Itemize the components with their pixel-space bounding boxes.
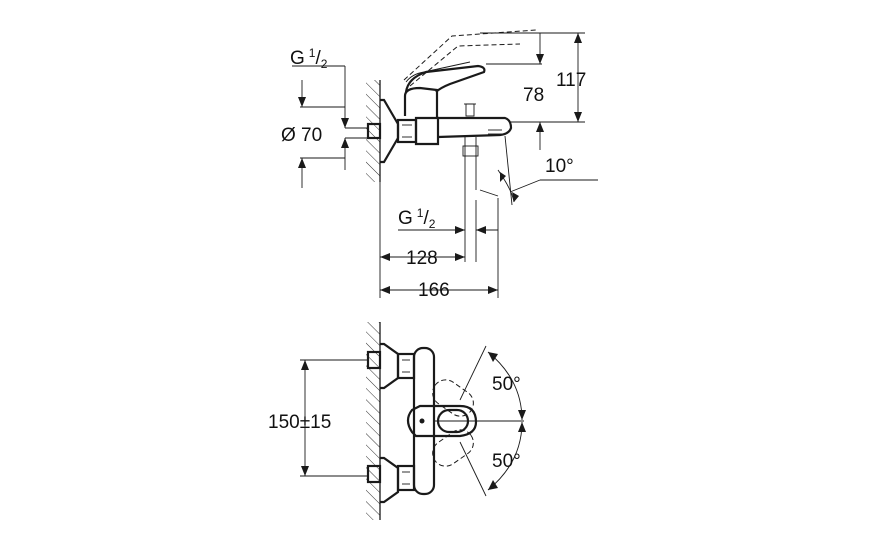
dim-117-label: 117 xyxy=(556,70,586,91)
dim-78-label: 78 xyxy=(523,85,544,106)
angle-lower-label: 50° xyxy=(492,451,521,472)
lever-side xyxy=(403,29,537,93)
diameter-label: Ø 70 xyxy=(281,125,322,146)
top-view: 150±15 50° 50° xyxy=(268,322,526,520)
mixer-body xyxy=(403,86,513,146)
angle-10-label: 10° xyxy=(545,156,574,177)
lever-ghosts xyxy=(432,345,526,497)
shower-outlet xyxy=(462,135,513,206)
side-view: G1/2 Ø 70 78 117 10° G1/2 128 166 xyxy=(281,29,598,301)
union-nut xyxy=(396,118,418,144)
dim-128-label: 128 xyxy=(406,248,438,269)
lower-connection xyxy=(366,456,416,504)
angle-upper-label: 50° xyxy=(492,374,521,395)
spacing-label: 150±15 xyxy=(268,412,331,433)
dim-166-label: 166 xyxy=(418,280,450,301)
